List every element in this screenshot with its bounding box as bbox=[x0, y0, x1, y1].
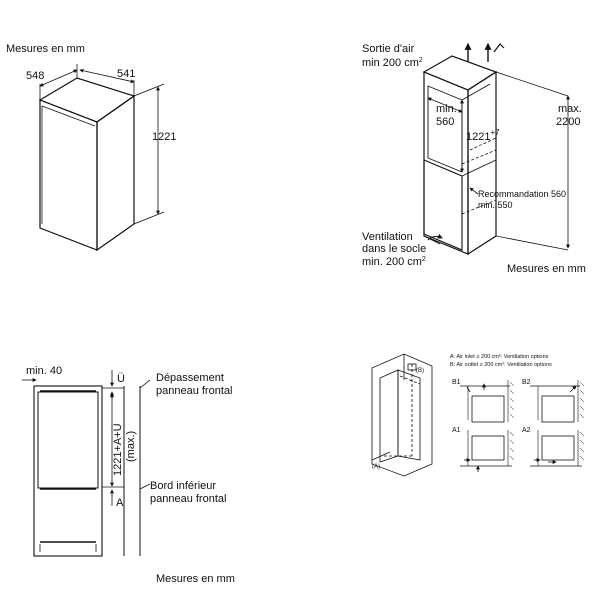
depth-recommendation: Recommandation 560 bbox=[478, 189, 566, 199]
air-outlet-arrow-icon bbox=[493, 43, 505, 53]
outlet-marker: (B) bbox=[416, 368, 424, 374]
panel-appliance-dimensions: Mesures en mm 548 541 1221 bbox=[6, 43, 176, 252]
air-outlet-label: Sortie d'air bbox=[362, 43, 415, 55]
appliance-box bbox=[38, 77, 136, 252]
max-height-value: 2200 bbox=[556, 116, 580, 128]
legend-air-inlet: A: Air inlet ≥ 200 cm²: Ventilation opti… bbox=[450, 354, 549, 360]
option-b1-label: B1 bbox=[452, 379, 461, 386]
min-gap-label: min. 40 bbox=[26, 365, 62, 377]
panel1-caption: Mesures en mm bbox=[6, 43, 85, 55]
panel-height-formula: 1221+A+Ü bbox=[112, 423, 124, 476]
ventilation-location: dans le socle bbox=[362, 243, 426, 255]
bottom-edge-mark: A bbox=[116, 497, 124, 509]
max-height-label: max. bbox=[558, 103, 582, 115]
air-outlet-area: min 200 cm2 bbox=[362, 57, 423, 69]
dim-width: 548 bbox=[26, 70, 44, 82]
option-a2-label: A2 bbox=[522, 427, 531, 434]
ventilation-label: Ventilation bbox=[362, 231, 413, 243]
option-b2-label: B2 bbox=[522, 379, 531, 386]
overhang-mark: Ü bbox=[117, 373, 125, 385]
panel3-caption: Mesures en mm bbox=[156, 573, 235, 585]
option-b1-diagram bbox=[460, 380, 515, 423]
dim-depth: 541 bbox=[117, 68, 135, 80]
niche-width-label: min. bbox=[436, 103, 457, 115]
legend-air-outlet: B: Air outlet ≥ 200 cm²: Ventilation opt… bbox=[450, 362, 552, 368]
ventilation-niche-3d bbox=[371, 353, 433, 477]
overhang-label: Dépassement bbox=[156, 372, 224, 384]
ventilation-area: min. 200 cm2 bbox=[362, 256, 426, 268]
panel-height-max: (max.) bbox=[125, 431, 137, 462]
dim-height: 1221 bbox=[152, 131, 176, 143]
option-a1-label: A1 bbox=[452, 427, 461, 434]
option-a1-diagram bbox=[460, 430, 515, 472]
bottom-edge-label: Bord inférieur bbox=[150, 480, 216, 492]
option-b2-diagram bbox=[530, 380, 585, 423]
panel-front-panel: min. 40 Ü 1221+A+Ü (max.) A Dépassement … bbox=[22, 365, 235, 585]
niche-height-label: 1221+7 bbox=[466, 128, 500, 143]
niche-width-value: 560 bbox=[436, 116, 454, 128]
panel-ventilation-options: (B) (A) A: Air inlet ≥ 200 cm²: Ventilat… bbox=[371, 353, 585, 477]
option-a2-diagram bbox=[530, 430, 585, 467]
panel-niche-dimensions: Sortie d'air min 200 cm2 min. 560 bbox=[362, 42, 586, 275]
front-panel-outline bbox=[33, 385, 103, 557]
inlet-marker: (A) bbox=[372, 464, 380, 470]
niche-cabinet bbox=[422, 55, 498, 256]
bottom-edge-label-2: panneau frontal bbox=[150, 493, 226, 505]
overhang-label-2: panneau frontal bbox=[156, 385, 232, 397]
appliance-door bbox=[37, 391, 99, 489]
panel2-caption: Mesures en mm bbox=[507, 263, 586, 275]
depth-minimum: min. 550 bbox=[478, 200, 513, 210]
